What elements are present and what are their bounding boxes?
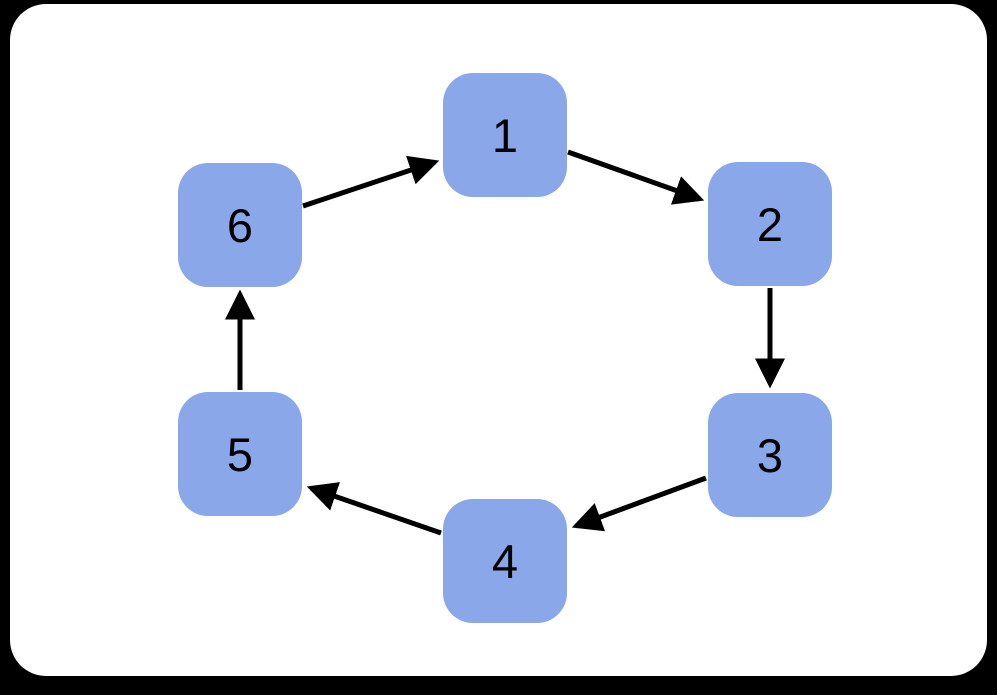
node-2: 2: [708, 162, 832, 286]
edge-6-to-1: [302, 155, 440, 209]
node-6-label: 6: [226, 198, 254, 252]
node-3: 3: [708, 393, 832, 517]
edge-4-to-5: [306, 482, 442, 536]
node-5: 5: [178, 392, 302, 516]
edge-3-to-4: [571, 475, 707, 532]
node-1: 1: [443, 73, 567, 197]
node-2-label: 2: [756, 197, 784, 251]
edge-1-to-2: [567, 149, 705, 205]
node-1-label: 1: [491, 108, 519, 162]
node-6: 6: [178, 163, 302, 287]
node-4: 4: [443, 499, 567, 623]
node-4-label: 4: [491, 534, 519, 588]
node-3-label: 3: [756, 428, 784, 482]
node-5-label: 5: [226, 427, 254, 481]
